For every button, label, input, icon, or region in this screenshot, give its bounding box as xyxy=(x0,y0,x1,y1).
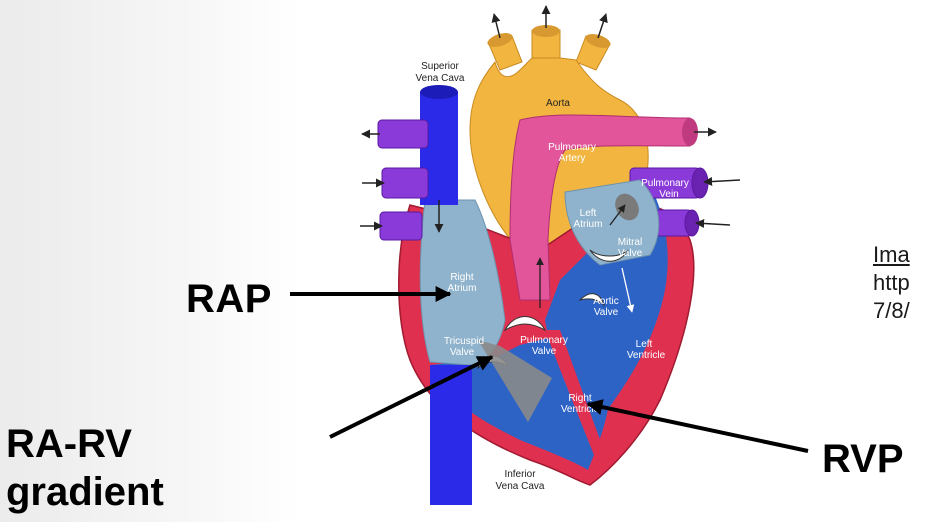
label-left-atrium-2: Atrium xyxy=(574,219,603,230)
label-tricuspid-valve-2: Valve xyxy=(450,347,475,358)
label-left-ventricle-2: Ventricle xyxy=(627,350,666,361)
label-mitral-valve: Mitral xyxy=(618,237,642,248)
image-credit-url: http xyxy=(873,269,910,297)
label-right-atrium: Right xyxy=(450,272,474,283)
image-credit-date: 7/8/ xyxy=(873,297,910,325)
image-credit: Ima http 7/8/ xyxy=(873,241,910,325)
ra-rv-gradient-label-line1: RA-RV xyxy=(6,420,164,468)
label-aortic-valve-2: Valve xyxy=(594,307,619,318)
image-credit-heading[interactable]: Ima xyxy=(873,241,910,269)
label-superior-vena-cava-2: Vena Cava xyxy=(416,73,465,84)
label-pulmonary-artery-2: Artery xyxy=(559,153,586,164)
ra-rv-gradient-label: RA-RV gradient xyxy=(6,420,164,516)
label-right-atrium-2: Atrium xyxy=(448,283,477,294)
label-left-ventricle: Left xyxy=(636,339,653,350)
label-aortic-valve: Aortic xyxy=(593,296,619,307)
ra-rv-gradient-label-line2: gradient xyxy=(6,468,164,516)
rap-label: RAP xyxy=(186,277,272,322)
label-pulmonary-vein-2: Vein xyxy=(659,189,678,200)
label-pulmonary-valve-2: Valve xyxy=(532,346,557,357)
label-aorta: Aorta xyxy=(546,98,570,109)
label-right-ventricle: Right xyxy=(568,393,592,404)
label-pulmonary-artery: Pulmonary xyxy=(548,142,596,153)
label-mitral-valve-2: Valve xyxy=(618,248,643,259)
rvp-label: RVP xyxy=(822,437,904,482)
label-inferior-vena-cava: Inferior xyxy=(504,469,536,480)
label-pulmonary-valve: Pulmonary xyxy=(520,335,568,346)
label-tricuspid-valve: Tricuspid xyxy=(444,336,484,347)
label-inferior-vena-cava-2: Vena Cava xyxy=(496,481,545,492)
label-superior-vena-cava: Superior xyxy=(421,61,459,72)
label-left-atrium: Left xyxy=(580,208,597,219)
label-pulmonary-vein: Pulmonary xyxy=(641,178,689,189)
